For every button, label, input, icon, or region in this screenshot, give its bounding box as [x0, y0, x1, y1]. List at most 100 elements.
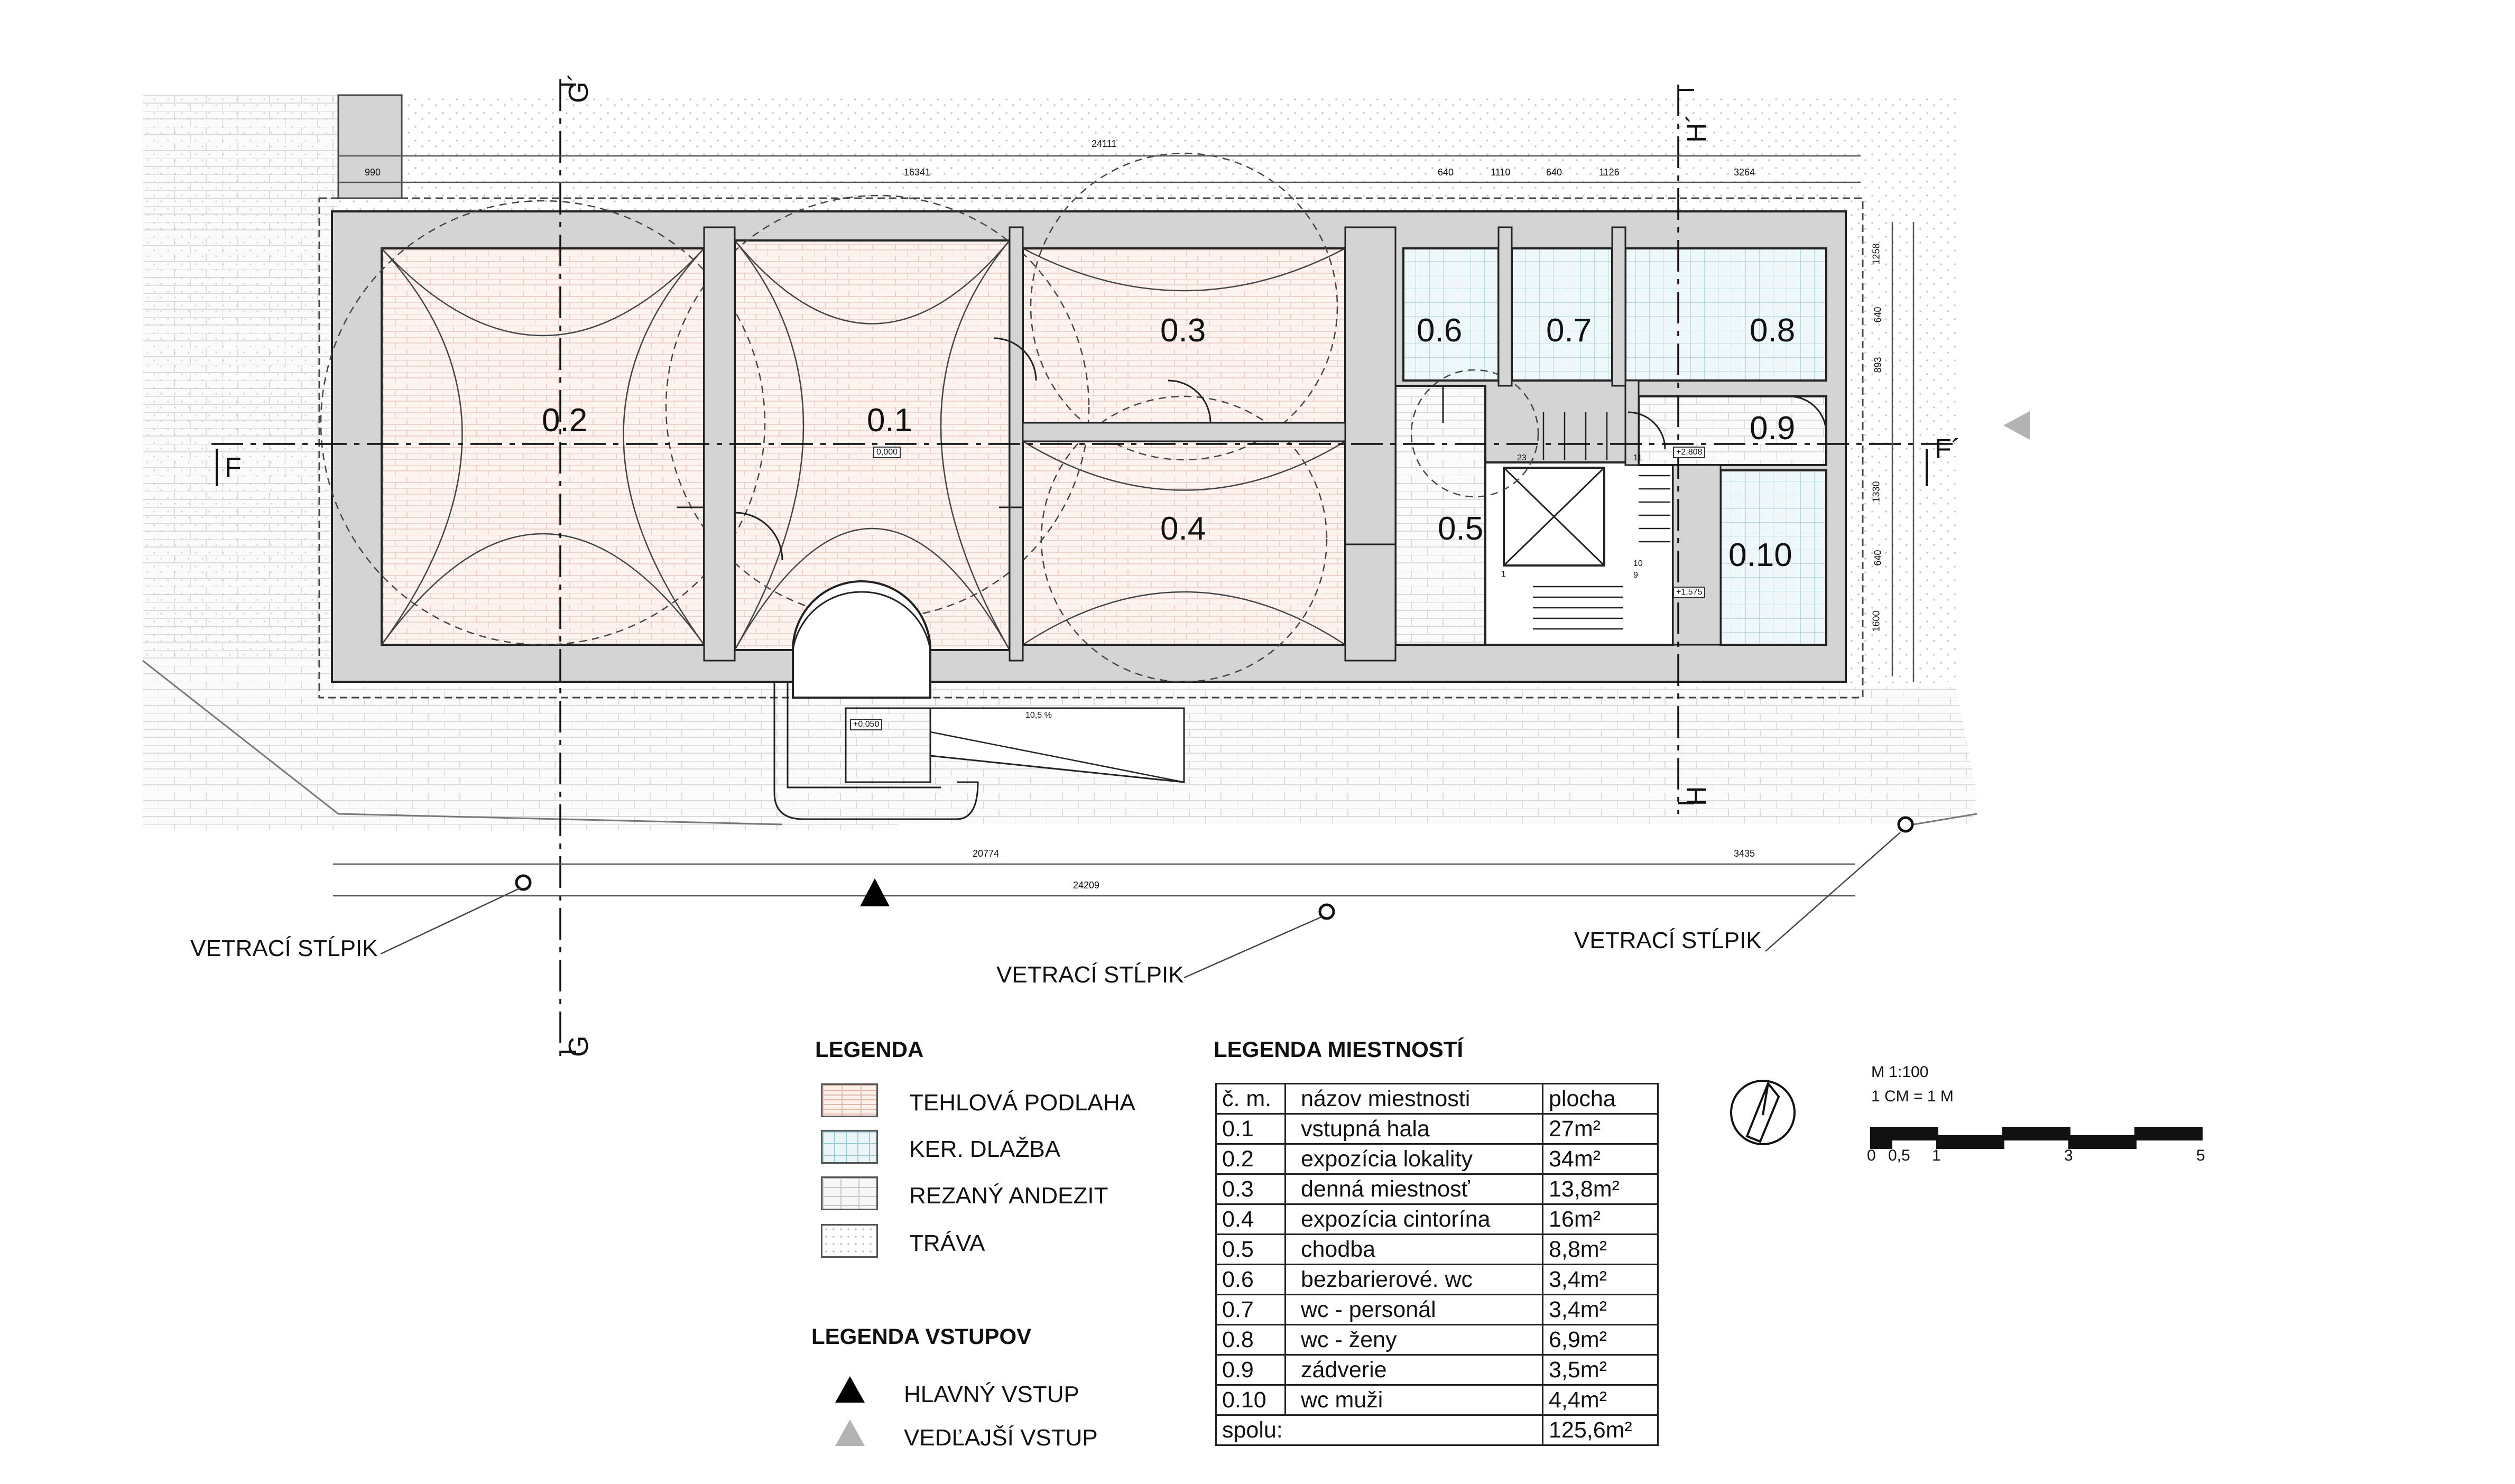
table-cell: vstupná hala — [1284, 1113, 1543, 1145]
section-label: G — [563, 1035, 594, 1057]
room-0.2-floor — [381, 247, 705, 646]
vent-post-label: VETRACÍ STĹPIK — [996, 962, 1184, 988]
lift-shaft — [1503, 467, 1605, 567]
table-cell: 0.9 — [1215, 1354, 1286, 1386]
scale-ratio: M 1:100 — [1871, 1063, 1929, 1081]
table-cell: bezbarierové. wc — [1284, 1264, 1543, 1295]
main-entrance-icon — [835, 1376, 865, 1403]
section-markers — [216, 84, 1928, 1053]
table-cell: wc - ženy — [1284, 1324, 1543, 1356]
main-entrance-marker — [860, 878, 890, 906]
building — [211, 79, 2203, 1149]
table-cell: 0.2 — [1215, 1143, 1286, 1175]
tile-floor-swatch — [821, 1130, 878, 1164]
table-header: názov miestnosti — [1284, 1083, 1543, 1115]
table-cell: 0.6 — [1215, 1264, 1286, 1295]
room-label: 0.10 — [1728, 537, 1792, 573]
vent-posts — [515, 816, 1914, 920]
dimension: 640 — [1872, 550, 1883, 566]
legend-item: TEHLOVÁ PODLAHA — [909, 1090, 1135, 1116]
stair-number: 23 — [1517, 453, 1527, 462]
table-cell: denná miestnosť — [1284, 1173, 1543, 1205]
table-header: plocha — [1542, 1083, 1659, 1115]
level-mark: +2,808 — [1673, 447, 1706, 458]
section-label: G´ — [563, 72, 594, 103]
chimney — [337, 94, 403, 199]
stair-number: 1 — [1501, 570, 1506, 579]
dimension: 893 — [1872, 357, 1883, 373]
stair-area — [1484, 461, 1674, 646]
total-value: 125,6m² — [1542, 1414, 1659, 1446]
table-cell: 27m² — [1542, 1113, 1659, 1145]
dimension: 3435 — [1734, 848, 1755, 859]
dimension: 640 — [1438, 167, 1454, 178]
terrain-line — [1913, 813, 1977, 826]
table-cell: zádverie — [1284, 1354, 1543, 1386]
dimension: 1600 — [1871, 610, 1882, 632]
dimension: 640 — [1546, 167, 1562, 178]
table-cell: 3,5m² — [1542, 1354, 1659, 1386]
room-0.9-floor — [1638, 395, 1827, 466]
total-label: spolu: — [1215, 1414, 1543, 1446]
side-entrance-icon — [835, 1420, 865, 1446]
table-cell: 0.5 — [1215, 1233, 1286, 1265]
table-cell: 8,8m² — [1542, 1233, 1659, 1265]
brick-floor-swatch — [821, 1083, 878, 1117]
table-cell: 0.7 — [1215, 1294, 1286, 1325]
table-row: 0.4 expozícia cintorína 16m² — [1215, 1203, 1659, 1235]
scale-tick: 0,5 — [1888, 1147, 1910, 1164]
room-label: 0.6 — [1417, 312, 1463, 349]
lift-cross — [1503, 467, 1605, 567]
table-row: 0.5 chodba 8,8m² — [1215, 1233, 1659, 1265]
main-entrance-label: HLAVNÝ VSTUP — [904, 1381, 1079, 1407]
table-header: č. m. — [1215, 1083, 1286, 1115]
dimension: 16341 — [904, 167, 931, 178]
section-label: F — [225, 452, 242, 483]
table-cell: expozícia lokality — [1284, 1143, 1543, 1175]
table-row: 0.8 wc - ženy 6,9m² — [1215, 1324, 1659, 1356]
dimension: 24111 — [1092, 138, 1117, 149]
table-cell: 0.4 — [1215, 1203, 1286, 1235]
dimension: 20774 — [973, 848, 1000, 859]
table-total-row: spolu: 125,6m² — [1215, 1414, 1659, 1446]
table-cell: 6,9m² — [1542, 1324, 1659, 1356]
dimension: 1258 — [1871, 243, 1882, 265]
north-arrow — [1730, 1080, 1796, 1145]
table-cell: 3,4m² — [1542, 1264, 1659, 1295]
grass-swatch — [821, 1224, 878, 1258]
table-cell: 4,4m² — [1542, 1384, 1659, 1416]
table-row: 0.7 wc - personál 3,4m² — [1215, 1294, 1659, 1325]
dimension-lines — [333, 155, 1915, 897]
section-label: H — [1681, 786, 1712, 806]
room-label: 0.4 — [1160, 511, 1206, 547]
stair-number: 10 — [1633, 559, 1643, 568]
table-row: 0.3 denná miestnosť 13,8m² — [1215, 1173, 1659, 1205]
vent-post-label: VETRACÍ STĹPIK — [1574, 928, 1762, 953]
room-label: 0.7 — [1546, 312, 1592, 349]
level-mark: +1,575 — [1673, 587, 1706, 598]
table-cell: 0.3 — [1215, 1173, 1286, 1205]
level-mark: +0,050 — [850, 719, 883, 730]
table-cell: wc muži — [1284, 1384, 1543, 1416]
room-legend-title: LEGENDA MIESTNOSTÍ — [1214, 1037, 1464, 1062]
table-cell: 34m² — [1542, 1143, 1659, 1175]
building-outline — [318, 197, 1864, 699]
doors — [677, 337, 1827, 561]
legend-item: TRÁVA — [909, 1230, 985, 1256]
legend-item: REZANÝ ANDEZIT — [909, 1183, 1108, 1209]
room-0.4-floor — [1022, 440, 1346, 646]
room-0.8-floor — [1624, 247, 1827, 382]
table-row: 0.10 wc muži 4,4m² — [1215, 1384, 1659, 1416]
stair-number: 11 — [1633, 453, 1642, 462]
entrance-legend-title: LEGENDA VSTUPOV — [811, 1324, 1032, 1349]
table-row: 0.2 expozícia lokality 34m² — [1215, 1143, 1659, 1175]
scale-tick: 0 — [1867, 1147, 1876, 1164]
dimension: 24209 — [1073, 880, 1100, 891]
table-header-row: č. m. názov miestnosti plocha — [1215, 1083, 1659, 1115]
table-cell: 0.8 — [1215, 1324, 1286, 1356]
room-label: 0.5 — [1438, 511, 1484, 547]
room-label: 0.2 — [542, 402, 588, 439]
room-label: 0.9 — [1750, 410, 1796, 447]
scale-tick: 1 — [1932, 1147, 1941, 1164]
